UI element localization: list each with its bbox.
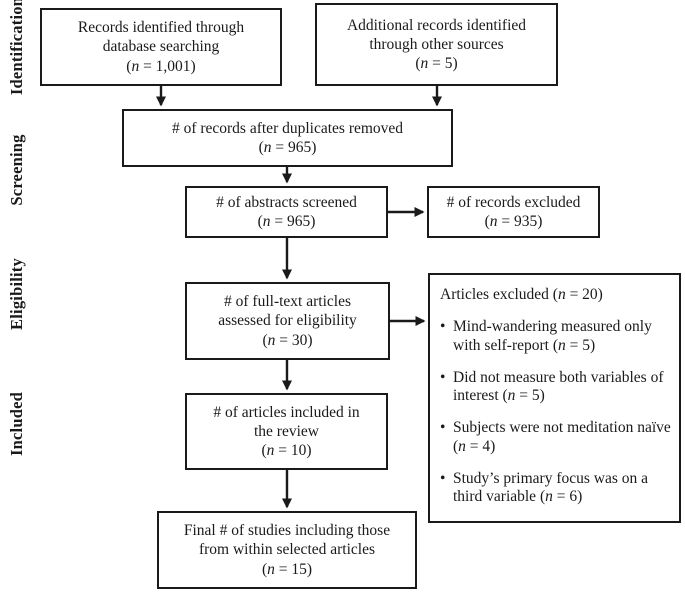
excluded-reason-item: Subjects were not meditation naïve (n = … <box>440 419 673 456</box>
box-abstracts-screened-count: (n = 965) <box>257 213 316 230</box>
excluded-reason-item: Mind-wandering measured only with self-r… <box>440 318 673 355</box>
box-records-identified-count: (n = 1,001) <box>126 57 196 75</box>
box-abstracts-screened-label: # of abstracts screened <box>216 193 357 211</box>
box-duplicates-removed-count: (n = 965) <box>258 139 317 156</box>
box-final-studies-count: (n = 15) <box>261 560 313 578</box>
box-records-excluded-count: (n = 935) <box>484 213 543 230</box>
box-records-identified-label: Records identified through database sear… <box>77 19 245 56</box>
stage-label-included: Included <box>7 392 26 456</box>
box-abstracts-screened: # of abstracts screened (n = 965) <box>185 186 388 238</box>
box-additional-records-label: Additional records identified through ot… <box>346 16 527 53</box>
excluded-reason-item: Study’s primary focus was on a third var… <box>440 470 673 507</box>
articles-excluded-title-text: Articles excluded <box>440 286 549 303</box>
box-final-studies-label: Final # of studies including those from … <box>183 522 391 559</box>
box-duplicates-removed: # of records after duplicates removed (n… <box>122 109 453 167</box>
excluded-reason-item: Did not measure both variables of intere… <box>440 369 673 406</box>
box-fulltext-assessed-label: # of full-text articles assessed for eli… <box>218 293 357 330</box>
box-articles-included-label: # of articles included in the review <box>213 403 360 440</box>
box-additional-records: Additional records identified through ot… <box>315 3 558 86</box>
box-additional-records-count: (n = 5) <box>415 55 458 73</box>
excluded-reason-count: (n = 6) <box>539 488 583 506</box>
excluded-reason-text: Mind-wandering measured only with self-r… <box>453 318 652 354</box>
excluded-reason-count: (n = 4) <box>453 437 496 455</box>
excluded-reason-count: (n = 5) <box>502 387 545 405</box>
box-final-studies: Final # of studies including those from … <box>157 511 417 589</box>
box-records-excluded-label: # of records excluded <box>446 193 581 211</box>
box-duplicates-removed-label: # of records after duplicates removed <box>171 119 404 137</box>
stage-label-screening: Screening <box>7 134 26 206</box>
stage-label-identification: Identification <box>7 0 26 96</box>
box-fulltext-assessed: # of full-text articles assessed for eli… <box>185 282 390 360</box>
box-fulltext-assessed-count: (n = 30) <box>262 331 313 349</box>
box-articles-included: # of articles included in the review (n … <box>185 393 388 470</box>
excluded-reason-text: Did not measure both variables of intere… <box>453 368 664 405</box>
box-records-identified: Records identified through database sear… <box>40 8 282 86</box>
box-records-excluded: # of records excluded (n = 935) <box>427 186 600 238</box>
excluded-reasons-list: Mind-wandering measured only with self-r… <box>440 318 673 506</box>
excluded-reason-text: Study’s primary focus was on a third var… <box>453 469 649 506</box>
stage-label-eligibility: Eligibility <box>7 258 26 330</box>
articles-excluded-title: Articles excluded (n = 20) <box>440 286 673 304</box>
excluded-reason-count: (n = 5) <box>552 336 596 354</box>
excluded-reason-text: Subjects were not meditation naïve <box>453 419 671 437</box>
box-articles-included-count: (n = 10) <box>261 442 312 460</box>
articles-excluded-count: (n = 20) <box>552 286 603 303</box>
box-articles-excluded: Articles excluded (n = 20) Mind-wanderin… <box>428 273 681 523</box>
